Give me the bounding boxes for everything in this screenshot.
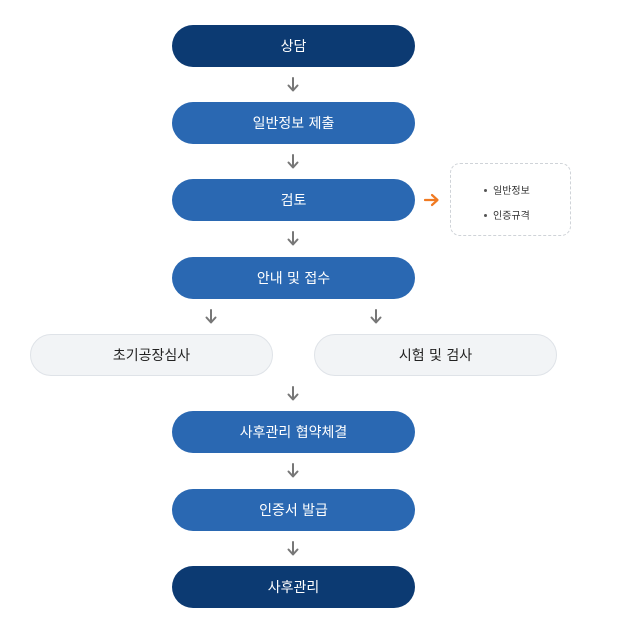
arrow-down-icon — [369, 309, 383, 325]
branch-initial-factory-inspection: 초기공장심사 — [30, 334, 273, 376]
step-post-management-agreement: 사후관리 협약체결 — [172, 411, 415, 453]
arrow-down-icon — [286, 154, 300, 170]
arrow-right-icon — [424, 193, 439, 207]
step-review: 검토 — [172, 179, 415, 221]
step-label: 안내 및 접수 — [256, 271, 331, 287]
review-note-item: 인증규격 — [484, 207, 530, 222]
step-label: 검토 — [280, 193, 307, 209]
arrow-down-icon — [204, 309, 218, 325]
arrow-down-icon — [286, 231, 300, 247]
step-label: 일반정보 제출 — [252, 116, 335, 132]
step-consultation: 상담 — [172, 25, 415, 67]
bullet-icon — [484, 188, 487, 192]
step-guidance-and-reception: 안내 및 접수 — [172, 257, 415, 299]
arrow-down-icon — [286, 541, 300, 557]
arrow-down-icon — [286, 463, 300, 479]
step-post-management: 사후관리 — [172, 566, 415, 608]
bullet-icon — [484, 213, 487, 217]
step-certificate-issuance: 인증서 발급 — [172, 489, 415, 531]
step-label: 사후관리 — [267, 580, 320, 596]
branch-testing-and-inspection: 시험 및 검사 — [314, 334, 557, 376]
branch-label: 초기공장심사 — [112, 348, 191, 364]
arrow-down-icon — [286, 77, 300, 93]
step-label: 사후관리 협약체결 — [239, 425, 348, 441]
review-note-box: 일반정보 인증규격 — [450, 163, 571, 236]
review-note-item: 일반정보 — [484, 182, 530, 197]
step-label: 상담 — [280, 39, 307, 55]
arrow-down-icon — [286, 386, 300, 402]
step-label: 인증서 발급 — [259, 503, 328, 519]
branch-label: 시험 및 검사 — [398, 348, 473, 364]
step-general-info-submission: 일반정보 제출 — [172, 102, 415, 144]
